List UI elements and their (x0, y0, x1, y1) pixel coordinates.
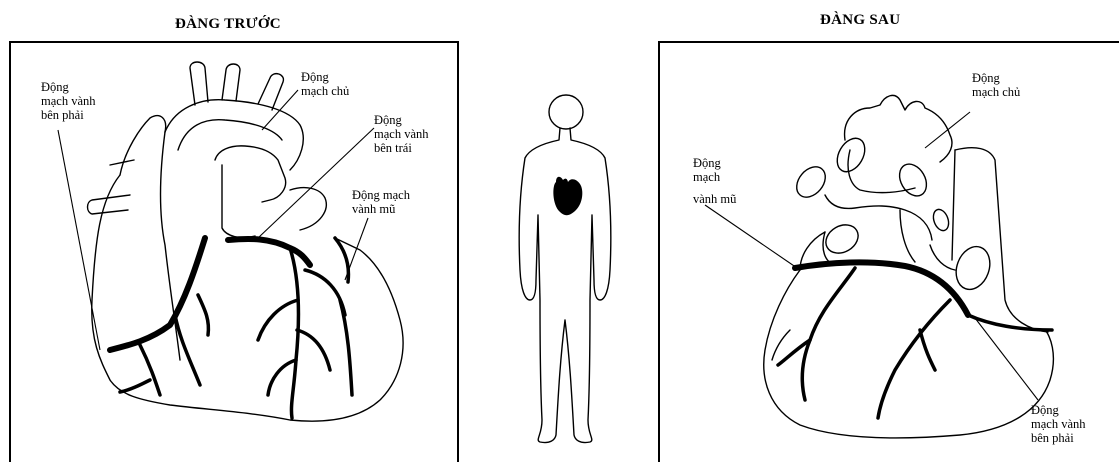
label-line: Động mạch (352, 188, 410, 202)
label-line: Động (41, 80, 96, 94)
leader-aorta-posterior (925, 112, 970, 148)
label-circumflex-posterior: Động mạch vành mũ (693, 156, 736, 206)
leader-circumflex-posterior (705, 205, 800, 270)
label-line: Động (374, 113, 429, 127)
label-line: Động (693, 156, 736, 170)
posterior-heart-illustration (764, 95, 1054, 438)
label-line: bên trái (374, 141, 429, 155)
label-right-coronary-posterior: Động mạch vành bên phải (1031, 403, 1086, 445)
label-aorta-anterior: Động mạch chủ (301, 70, 349, 98)
anterior-heart-illustration (88, 62, 404, 421)
label-left-coronary: Động mạch vành bên trái (374, 113, 429, 155)
label-line: vành mũ (693, 192, 736, 206)
label-line: mạch (693, 170, 736, 184)
leader-right-coronary-anterior (58, 130, 100, 350)
label-circumflex-anterior: Động mạch vành mũ (352, 188, 410, 216)
label-line: mạch chủ (972, 85, 1020, 99)
label-line: mạch chủ (301, 84, 349, 98)
label-line: Động (972, 71, 1020, 85)
label-line: vành mũ (352, 202, 410, 216)
label-line: Động (301, 70, 349, 84)
label-line: bên phải (1031, 431, 1086, 445)
label-line: bên phải (41, 108, 96, 122)
label-line: mạch vành (374, 127, 429, 141)
body-silhouette (519, 95, 611, 443)
leader-left-coronary (258, 128, 374, 238)
label-line: mạch vành (1031, 417, 1086, 431)
leader-circumflex-anterior (345, 218, 368, 280)
label-aorta-posterior: Động mạch chủ (972, 71, 1020, 99)
leader-aorta-anterior (262, 90, 298, 130)
label-right-coronary-anterior: Động mạch vành bên phải (41, 80, 96, 122)
label-line: mạch vành (41, 94, 96, 108)
label-line: Động (1031, 403, 1086, 417)
